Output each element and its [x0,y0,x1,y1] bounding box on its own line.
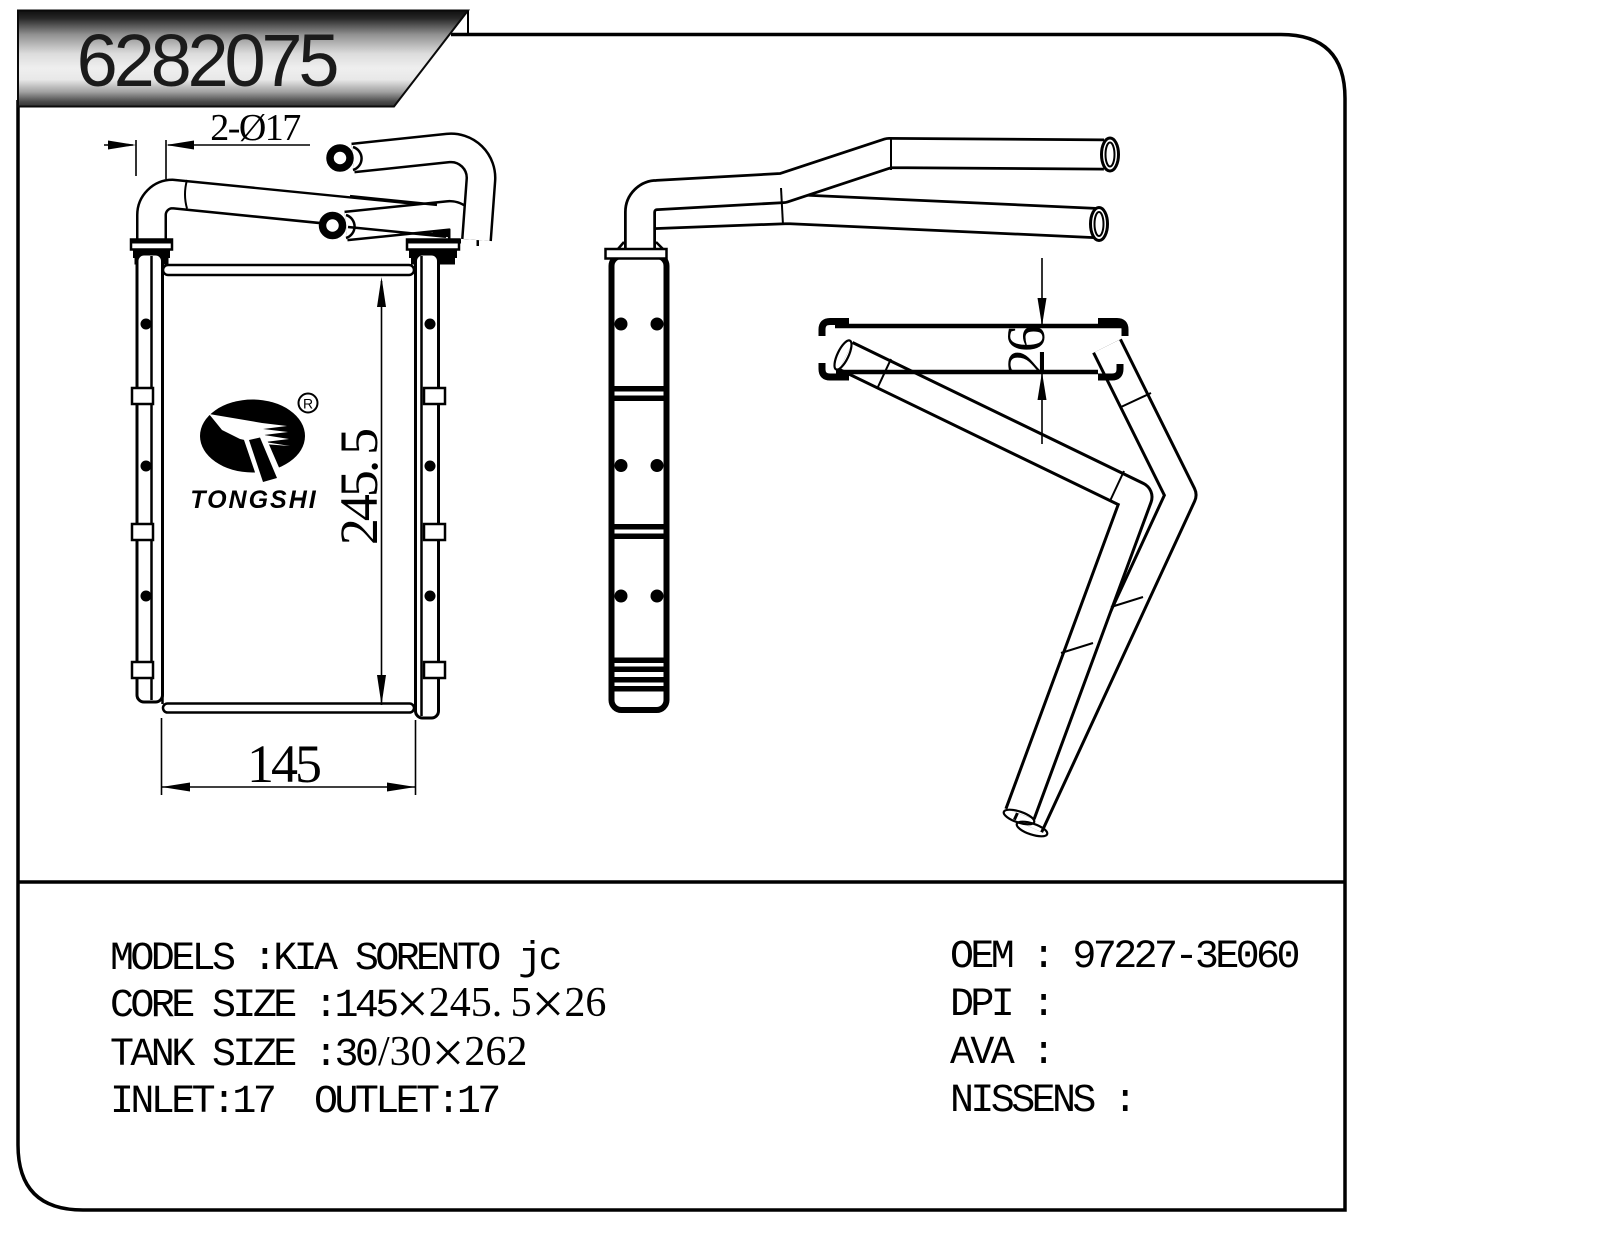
svg-text:CORE SIZE :145: CORE SIZE :145 [110,984,397,1029]
svg-text:245. 5: 245. 5 [329,430,389,545]
svg-text:TANK SIZE :30: TANK SIZE :30 [110,1033,377,1078]
svg-text:2-Ø17: 2-Ø17 [210,107,300,149]
svg-text:145: 145 [247,734,320,794]
svg-text:NISSENS :: NISSENS : [950,1079,1134,1124]
svg-text:×245. 5×26: ×245. 5×26 [396,971,606,1036]
svg-text:DPI :: DPI : [950,983,1052,1028]
svg-text:MODELS :KIA SORENTO jc: MODELS :KIA SORENTO jc [110,937,560,982]
svg-text:26: 26 [996,326,1056,376]
svg-text:TONGSHI: TONGSHI [190,486,317,514]
svg-text:/30×262: /30×262 [378,1020,527,1085]
svg-text:R: R [303,396,313,412]
svg-text:OEM : 97227-3E060: OEM : 97227-3E060 [950,935,1298,980]
svg-text:6282075: 6282075 [77,19,338,102]
svg-text:INLET:17 OUTLET:17: INLET:17 OUTLET:17 [110,1080,498,1125]
svg-text:AVA :: AVA : [950,1031,1052,1076]
